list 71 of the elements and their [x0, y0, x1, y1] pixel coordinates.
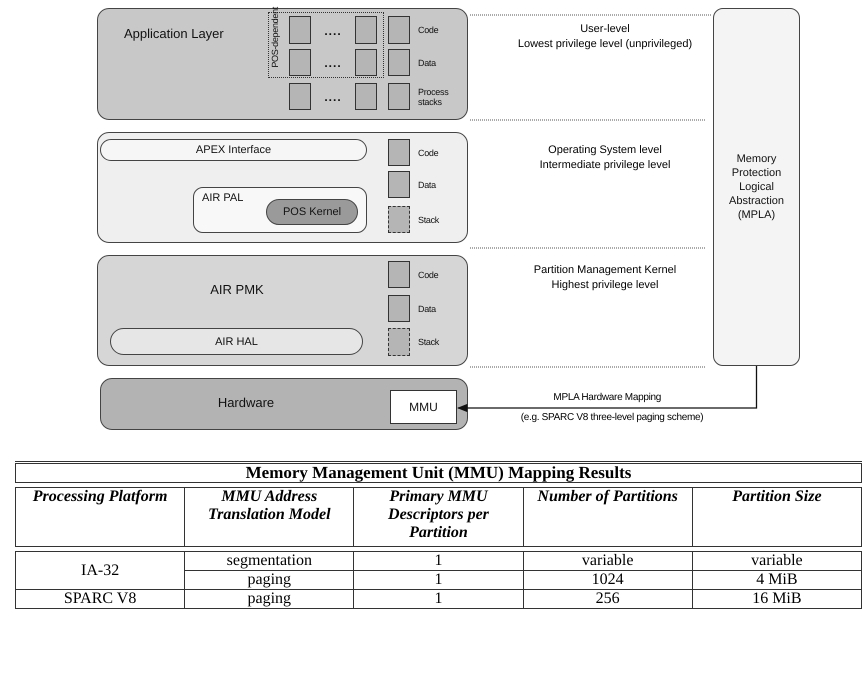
table-cell: variable: [692, 552, 862, 570]
level-label: Partition Management Kernel: [532, 264, 678, 276]
column-header: Primary MMU Descriptors per Partition: [354, 488, 524, 546]
table-cell: paging: [184, 570, 354, 590]
memory-region-label: Data: [418, 304, 438, 314]
table-cell: 1: [354, 570, 524, 590]
table-cell: 4 MiB: [692, 570, 862, 590]
table-cell: 16 MiB: [692, 590, 862, 608]
ellipsis-mark: ....: [323, 90, 343, 104]
memory-block: [289, 83, 311, 110]
arrow: [456, 366, 758, 412]
ellipsis-mark: ....: [323, 56, 343, 70]
layer-box: [97, 8, 468, 120]
memory-block: [388, 139, 410, 166]
memory-region-label: Code: [418, 148, 440, 158]
memory-block: [388, 16, 410, 44]
memory-block: [388, 171, 410, 198]
component-box: [193, 187, 367, 233]
group-title: Hardware: [216, 395, 276, 410]
interface-pill: APEX Interface: [100, 139, 367, 161]
memory-block: [388, 328, 410, 356]
kernel-box: POS Kernel: [266, 199, 358, 225]
memory-block: [355, 49, 377, 76]
memory-block: [388, 261, 410, 288]
table-cell: segmentation: [184, 552, 354, 570]
memory-region-label: Code: [418, 270, 440, 280]
ellipsis-mark: ....: [323, 24, 343, 38]
layer-box: [97, 255, 468, 366]
memory-block: [388, 206, 410, 233]
level-label: Highest privilege level: [550, 279, 660, 291]
memory-region-label: Stack: [418, 214, 440, 224]
memory-block: [388, 295, 410, 322]
rotated-label: POS-dependent: [270, 7, 280, 68]
memory-block: [289, 49, 311, 76]
layer-box: [100, 378, 468, 430]
group-title: Application Layer: [124, 26, 224, 41]
level-label: Operating System level: [547, 144, 663, 156]
column-header: MMU Address Translation Model: [184, 488, 354, 546]
group-title: AIR PAL: [202, 192, 244, 204]
memory-block: [388, 49, 410, 76]
table-title: Memory Management Unit (MMU) Mapping Results: [16, 462, 862, 482]
memory-region-label: Data: [418, 180, 438, 190]
table-cell: SPARC V8: [16, 590, 185, 608]
table-cell: IA-32: [16, 552, 185, 590]
edge-label: MPLA Hardware Mapping: [552, 392, 662, 403]
table-cell: 1: [354, 590, 524, 608]
column-header: Partition Size: [692, 488, 862, 546]
column-header: Number of Partitions: [523, 488, 692, 546]
memory-region-label: Code: [418, 25, 440, 35]
group-title: AIR PMK: [209, 282, 265, 297]
memory-region-label: Stack: [418, 337, 440, 347]
level-label: User-level: [579, 23, 631, 35]
memory-region-label: Data: [418, 58, 438, 68]
table-cell: 256: [523, 590, 692, 608]
column-header: Processing Platform: [16, 488, 185, 546]
level-label: Lowest privilege level (unprivileged): [516, 38, 694, 50]
memory-block: [289, 16, 311, 44]
level-label: Intermediate privilege level: [538, 159, 672, 171]
interface-pill: AIR HAL: [110, 328, 363, 355]
table-cell: 1024: [523, 570, 692, 590]
memory-region-label: Process stacks: [418, 86, 450, 106]
layer-box: [97, 132, 468, 243]
abstraction-box: Memory Protection Logical Abstraction (MPLA): [713, 8, 800, 366]
component-box: MMU: [390, 390, 457, 424]
memory-block: [355, 16, 377, 44]
table-cell: 1: [354, 552, 524, 570]
table-cell: paging: [184, 590, 354, 608]
memory-block: [388, 83, 410, 110]
memory-block: [355, 83, 377, 110]
mapping-note: (e.g. SPARC V8 three-level paging scheme): [520, 412, 704, 423]
table-cell: variable: [523, 552, 692, 570]
